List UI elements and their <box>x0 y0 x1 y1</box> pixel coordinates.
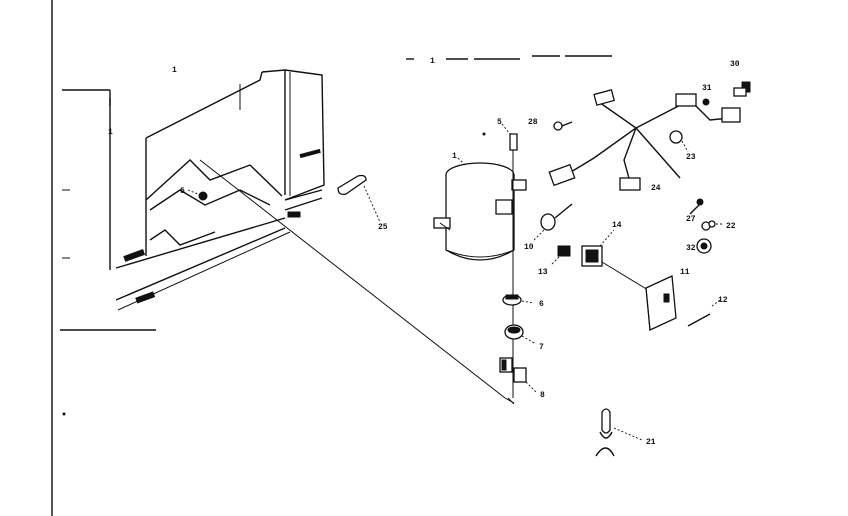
label-5-top: 5 <box>497 118 502 127</box>
label-31: 31 <box>702 84 712 93</box>
bolt-icon <box>198 191 208 201</box>
label-1-left: 1 <box>108 128 113 137</box>
label-10: 10 <box>524 243 534 252</box>
wire-harness-icon <box>548 81 751 191</box>
label-14: 14 <box>612 221 622 230</box>
washer-icon <box>701 220 724 231</box>
label-1-compressor: 1 <box>452 152 457 161</box>
label-6: 6 <box>539 300 544 309</box>
label-7: 7 <box>539 343 544 352</box>
clip-icon <box>702 98 710 106</box>
capacitor-icon <box>551 245 571 265</box>
label-24: 24 <box>651 184 661 193</box>
tube-icon <box>337 174 381 223</box>
bolt-icon <box>687 299 721 327</box>
label-25: 25 <box>378 223 388 232</box>
label-1-top: 1 <box>430 57 435 66</box>
bolt-icon <box>553 121 573 131</box>
label-11: 11 <box>680 268 690 277</box>
label-30: 30 <box>730 60 740 69</box>
wire-tie-icon <box>595 408 643 457</box>
clamp-icon <box>499 357 537 393</box>
label-28: 28 <box>528 118 538 127</box>
label-27: 27 <box>686 215 696 224</box>
label-1-cabinet: 1 <box>172 66 177 75</box>
part-labels: 1 1 1 1 5 5 6 7 8 10 11 12 13 14 21 22 2… <box>108 57 740 447</box>
tubing-line <box>199 159 506 399</box>
grommet-icon <box>502 294 535 306</box>
label-13: 13 <box>538 268 548 277</box>
bolt-icon <box>501 123 518 151</box>
label-32: 32 <box>686 244 696 253</box>
relay-box-icon <box>645 275 677 331</box>
label-23: 23 <box>686 153 696 162</box>
label-21: 21 <box>646 438 656 447</box>
label-5-left: 5 <box>180 187 185 196</box>
relay-icon <box>581 229 615 267</box>
label-8: 8 <box>540 391 545 400</box>
grommet-icon <box>696 238 712 254</box>
grommet-icon <box>669 130 683 144</box>
top-dash-line <box>406 55 612 60</box>
refrigerator-cabinet-icon <box>60 69 325 331</box>
label-12: 12 <box>718 296 728 305</box>
bolt-icon <box>689 198 704 215</box>
compressor-icon <box>433 162 527 261</box>
overload-icon <box>533 203 573 241</box>
label-22: 22 <box>726 222 736 231</box>
spacer-icon <box>504 324 537 345</box>
